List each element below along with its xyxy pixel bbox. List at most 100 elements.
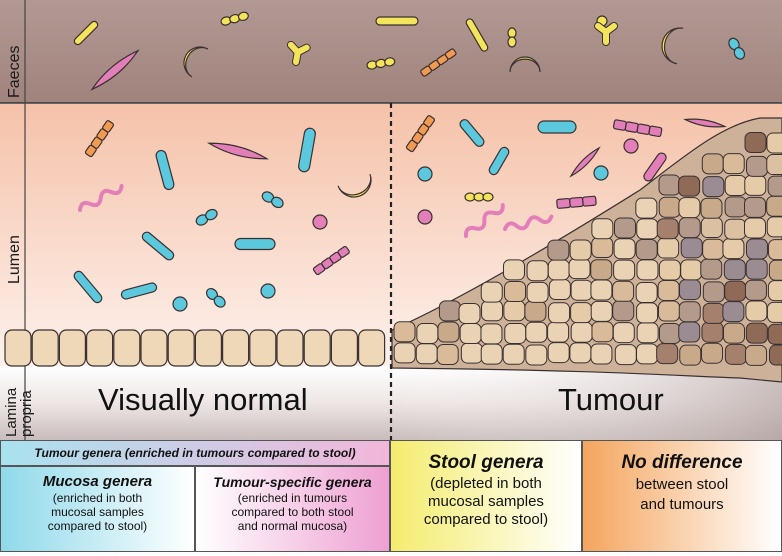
- tumour-cell: [702, 238, 725, 260]
- epithelial-cell: [140, 329, 168, 367]
- tumour-cell: [590, 300, 613, 322]
- tumour-cell: [503, 300, 526, 322]
- rod-bacterium: [459, 119, 485, 147]
- epithelial-cell: [276, 329, 304, 367]
- epithelial-cell: [194, 329, 222, 367]
- tumour-cell: [658, 322, 681, 344]
- tumour-cell: [701, 153, 724, 175]
- tumour-cell: [722, 153, 745, 175]
- tumour-cell: [678, 217, 701, 239]
- normal-region-label: Visually normal: [98, 382, 308, 417]
- no-difference-line-1: between stool: [635, 476, 729, 493]
- tumour-cell: [768, 259, 782, 281]
- rod-bacterium: [298, 127, 316, 173]
- tumour-cell: [724, 196, 747, 218]
- tumour-cell: [547, 239, 570, 261]
- tumour-cell: [481, 300, 504, 322]
- tumour-cell: [547, 342, 570, 364]
- epithelial-cell: [85, 329, 114, 367]
- tumour-cell: [635, 281, 658, 303]
- tumour-cell: [658, 259, 681, 281]
- tumour-cell: [745, 258, 768, 280]
- tumour-cell: [526, 260, 549, 282]
- tumour-cell: [590, 279, 613, 301]
- faeces-label: Faeces: [6, 45, 23, 98]
- tumour-cell: [678, 301, 701, 323]
- tumour-cell: [502, 259, 525, 281]
- tumour-cell: [636, 302, 659, 324]
- tumour-cell: [612, 300, 635, 322]
- tumour-cell: [679, 344, 702, 366]
- tumour-cell: [768, 239, 782, 261]
- segmented-bacterium: [84, 120, 115, 158]
- epithelial-cell: [167, 329, 195, 367]
- tumour-cell: [724, 218, 747, 240]
- tumour-cell: [437, 321, 460, 343]
- lumen-label: Lumen: [6, 235, 23, 284]
- tumour-cell: [701, 342, 724, 364]
- tumour-cell: [702, 281, 725, 303]
- rod-bacterium: [643, 152, 667, 182]
- tumour-cell: [590, 259, 613, 281]
- tumour-cell: [569, 342, 592, 364]
- tumour-cell: [504, 322, 527, 344]
- mucosa-genera-box: Mucosa genera (enriched in both mucosal …: [0, 466, 195, 552]
- coccus-bacterium: [417, 209, 433, 225]
- epithelial-cell: [303, 329, 331, 367]
- epithelial-cell: [31, 329, 59, 367]
- tumour-region-label: Tumour: [558, 382, 664, 417]
- no-difference-line-2: and tumours: [640, 496, 724, 513]
- tumour-cell: [460, 342, 483, 364]
- tumour-cells: [393, 132, 782, 366]
- tumour-cell: [767, 175, 782, 197]
- tumour-cell: [636, 322, 659, 344]
- chain-bacterium: [366, 57, 396, 70]
- rod-bacterium: [120, 282, 158, 300]
- tumour-cell: [657, 279, 680, 301]
- spiral-bacterium: [78, 184, 124, 212]
- spindle-bacterium: [90, 49, 140, 91]
- tumour-cell: [416, 322, 439, 344]
- no-difference-title: No difference: [621, 452, 743, 473]
- epithelial-cell: [358, 329, 386, 367]
- tumour-cell: [766, 216, 782, 238]
- tumour-cell: [724, 280, 747, 302]
- epithelial-cell: [113, 329, 141, 367]
- tumour-cell: [502, 343, 525, 365]
- tumour-cell: [525, 344, 548, 366]
- tumour-cell: [744, 132, 767, 154]
- tumour-cell: [700, 197, 723, 219]
- coccus-bacterium: [593, 165, 609, 181]
- chain-bacterium: [220, 11, 249, 26]
- intestine-scene: [0, 0, 782, 440]
- tumour-specific-box: Tumour-specific genera (enriched in tumo…: [195, 466, 390, 552]
- segmented-bacterium: [556, 195, 597, 209]
- tumour-cell: [767, 280, 782, 302]
- tumour-cell: [746, 155, 769, 177]
- coccus-bacterium: [260, 283, 276, 299]
- mucosa-line-1: (enriched in both: [52, 491, 143, 505]
- branched-bacterium: [287, 41, 310, 65]
- tumour-specific-line-2: compared to both stool: [231, 505, 354, 519]
- tumour-specific-line-3: and normal mucosa): [237, 519, 348, 533]
- epithelial-cell: [330, 329, 358, 367]
- tumour-cell: [458, 302, 481, 324]
- mucosa-genera-title: Mucosa genera: [42, 473, 153, 490]
- tumour-cell: [570, 302, 593, 324]
- spiral-bacterium: [463, 203, 505, 238]
- branched-bacterium: [595, 23, 617, 45]
- tumour-cell: [547, 259, 570, 281]
- tumour-cell: [570, 321, 593, 343]
- tumour-cell: [569, 239, 592, 261]
- tumour-cell: [526, 281, 549, 303]
- tumour-cell: [591, 218, 614, 240]
- tumour-cell: [480, 281, 503, 303]
- tumour-cell: [744, 279, 767, 301]
- tumour-cell: [591, 321, 614, 343]
- coccus-bacterium: [623, 138, 639, 154]
- tumour-cell: [724, 175, 747, 197]
- coccus-bacterium: [172, 296, 188, 312]
- crescent-bacterium: [509, 56, 541, 73]
- tumour-cell: [766, 301, 782, 323]
- epithelial-cell: [58, 329, 87, 367]
